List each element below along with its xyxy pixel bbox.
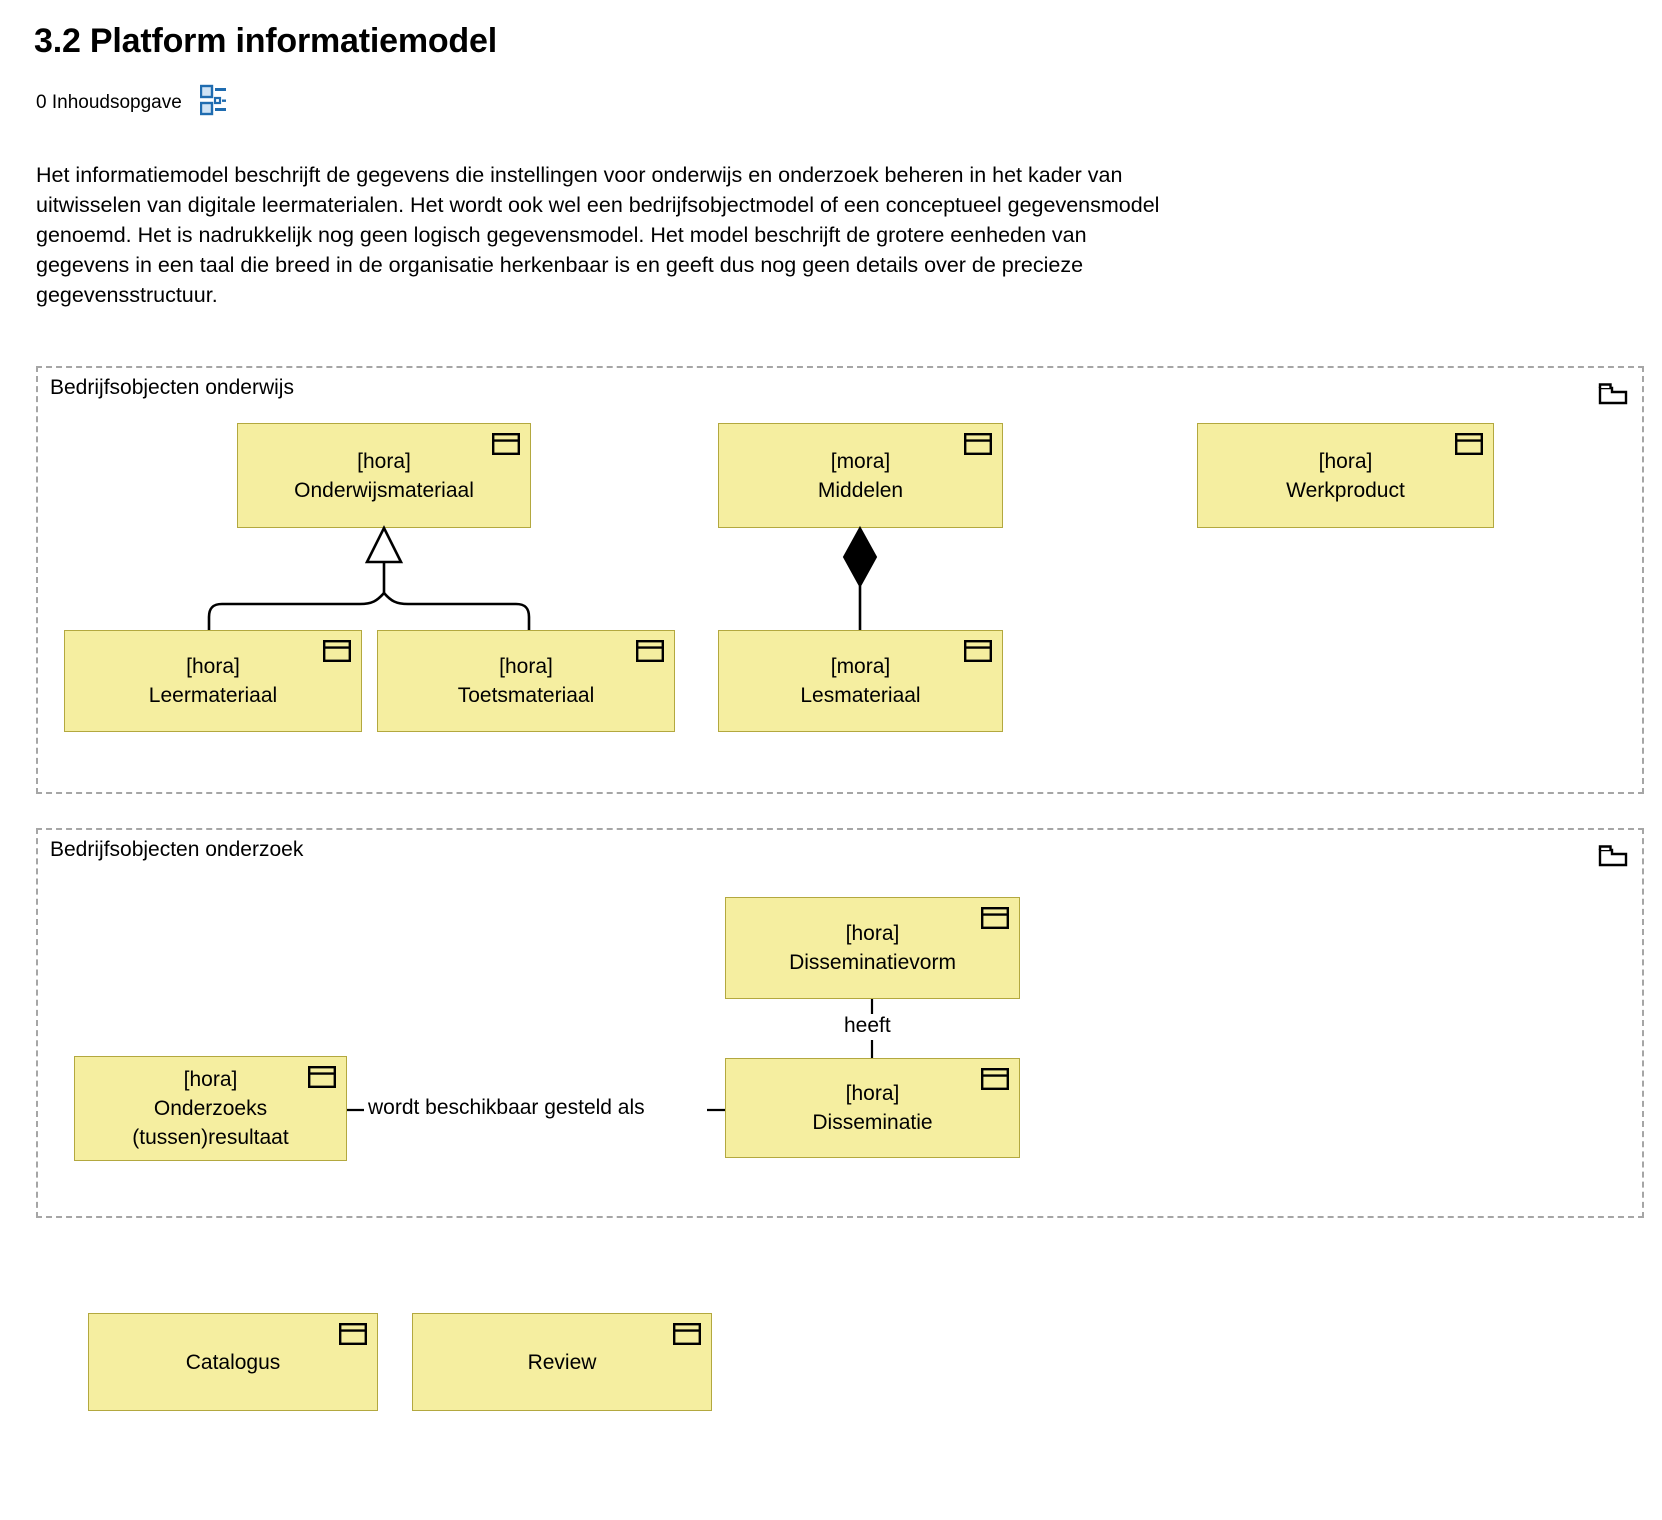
node-onderzoeks-tussenresultaat[interactable]: [hora] Onderzoeks (tussen)resultaat <box>74 1056 347 1161</box>
page-title: 3.2 Platform informatiemodel <box>34 22 497 60</box>
node-stereotype: [mora] <box>830 449 891 473</box>
node-stereotype: [mora] <box>830 655 891 678</box>
node-label: Onderzoeks <box>153 1097 268 1120</box>
folder-icon <box>1598 382 1628 411</box>
node-stereotype: [hora] <box>845 922 900 945</box>
toc-label: 0 Inhoudsopgave <box>36 91 182 113</box>
edge-label-heeft: heeft <box>840 1014 895 1038</box>
group-title: Bedrijfsobjecten onderzoek <box>50 838 304 861</box>
node-leermateriaal[interactable]: [hora] Leermateriaal <box>64 630 362 732</box>
business-object-icon <box>964 640 993 670</box>
node-onderwijsmateriaal[interactable]: [hora] Onderwijsmateriaal <box>237 423 531 528</box>
node-label: Disseminatievorm <box>789 951 956 974</box>
group-bedrijfsobjecten-onderzoek[interactable]: Bedrijfsobjecten onderzoek <box>36 828 1644 1218</box>
group-title: Bedrijfsobjecten onderwijs <box>50 376 294 399</box>
node-review[interactable]: Review <box>412 1313 712 1411</box>
business-object-icon <box>673 1323 702 1353</box>
business-object-icon <box>981 1068 1010 1098</box>
folder-icon <box>1598 844 1628 873</box>
business-object-icon <box>1455 433 1484 463</box>
table-of-contents-row: 0 Inhoudsopgave <box>36 84 226 121</box>
node-stereotype: [hora] <box>357 449 411 473</box>
business-object-icon <box>323 640 352 670</box>
business-object-icon <box>339 1323 368 1353</box>
business-object-icon <box>981 907 1010 937</box>
group-bedrijfsobjecten-onderwijs[interactable]: Bedrijfsobjecten onderwijs <box>36 366 1644 794</box>
node-label: Leermateriaal <box>148 684 278 707</box>
node-label: Disseminatie <box>812 1111 933 1134</box>
node-lesmateriaal[interactable]: [mora] Lesmateriaal <box>718 630 1003 732</box>
node-label: Lesmateriaal <box>800 684 921 707</box>
node-stereotype: [hora] <box>186 655 240 678</box>
node-stereotype: [hora] <box>1318 449 1373 473</box>
node-label: Toetsmateriaal <box>457 684 595 707</box>
business-object-icon <box>964 433 993 463</box>
node-label: Middelen <box>817 478 904 502</box>
intro-paragraph: Het informatiemodel beschrijft de gegeve… <box>36 163 1160 307</box>
node-stereotype: [hora] <box>499 655 553 678</box>
node-stereotype: [hora] <box>183 1068 238 1091</box>
business-object-icon <box>308 1066 337 1096</box>
toc-list-icon[interactable] <box>199 84 226 121</box>
node-label: Review <box>527 1350 597 1374</box>
node-disseminatie[interactable]: [hora] Disseminatie <box>725 1058 1020 1158</box>
edge-label-wordt-beschikbaar-gesteld-als: wordt beschikbaar gesteld als <box>364 1096 649 1120</box>
node-stereotype: [hora] <box>845 1082 900 1105</box>
node-toetsmateriaal[interactable]: [hora] Toetsmateriaal <box>377 630 675 732</box>
node-label: Catalogus <box>185 1350 281 1374</box>
node-label-line2: (tussen)resultaat <box>132 1126 289 1149</box>
node-werkproduct[interactable]: [hora] Werkproduct <box>1197 423 1494 528</box>
business-object-icon <box>492 433 521 463</box>
node-catalogus[interactable]: Catalogus <box>88 1313 378 1411</box>
node-label: Onderwijsmateriaal <box>294 478 474 502</box>
node-disseminatievorm[interactable]: [hora] Disseminatievorm <box>725 897 1020 999</box>
node-label: Werkproduct <box>1286 478 1405 502</box>
business-object-icon <box>636 640 665 670</box>
node-middelen[interactable]: [mora] Middelen <box>718 423 1003 528</box>
